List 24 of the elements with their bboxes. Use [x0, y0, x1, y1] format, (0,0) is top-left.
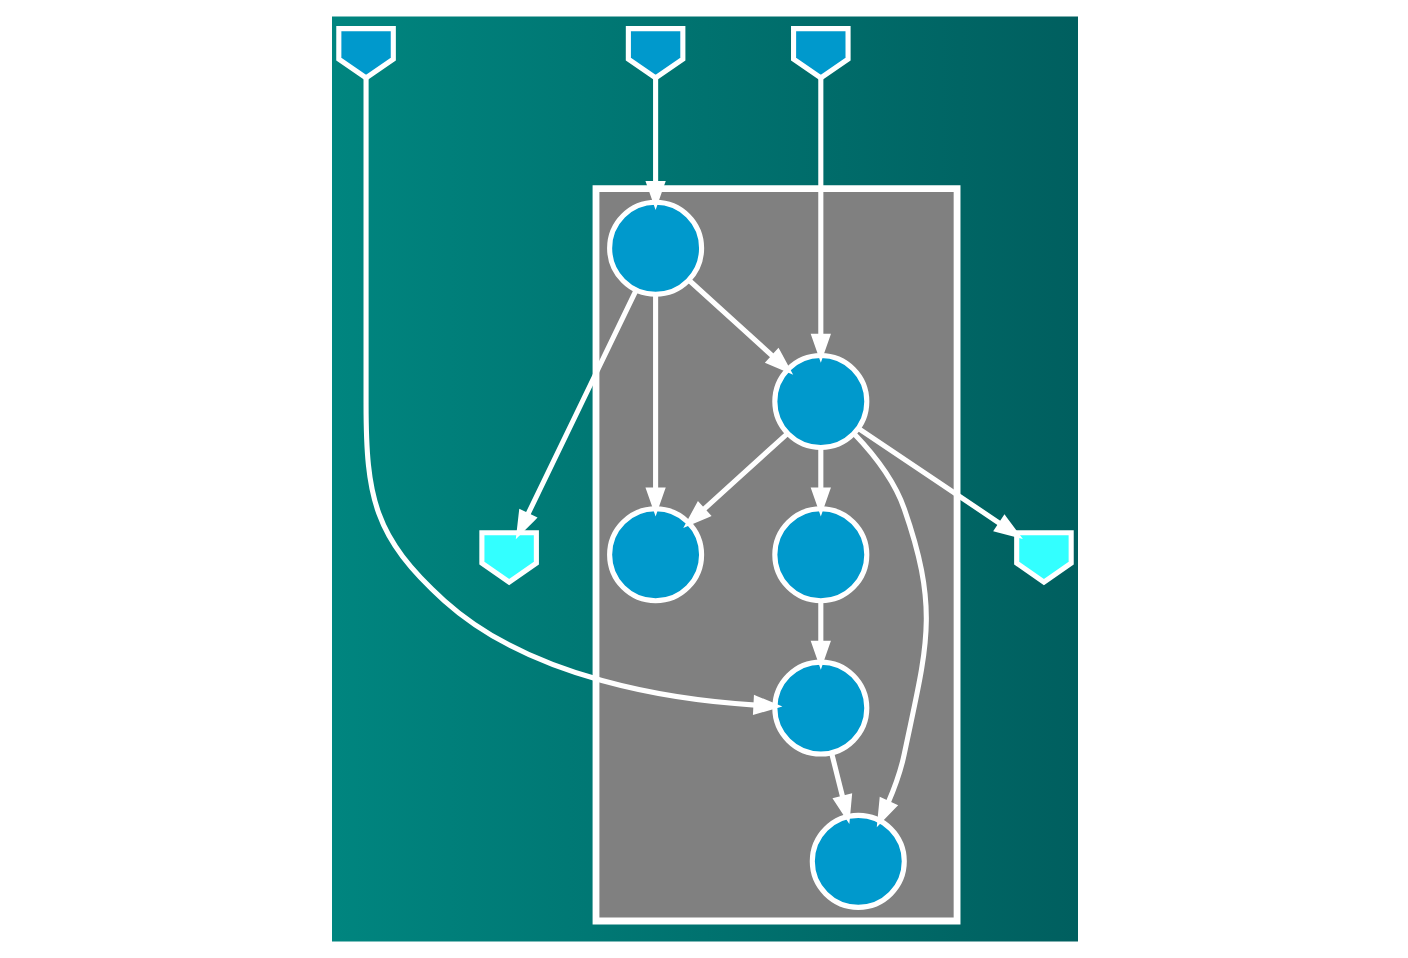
- node-arrow: [790, 26, 850, 81]
- arrow: [682, 431, 789, 528]
- arrow: [828, 752, 852, 824]
- arrow: [851, 431, 928, 828]
- node-arrow: [335, 26, 395, 81]
- node-circle: [771, 659, 869, 757]
- node-circle: [771, 352, 869, 451]
- arrow: [644, 294, 665, 517]
- arrow: [514, 289, 638, 540]
- node-arrow: [478, 530, 538, 586]
- node-circle: [808, 812, 906, 910]
- arrow: [856, 426, 1022, 539]
- node-arrow: [624, 26, 685, 81]
- node-circle: [771, 506, 869, 604]
- arrow: [809, 77, 830, 363]
- arrow: [644, 78, 665, 210]
- node-arrow: [1013, 530, 1073, 586]
- arrow: [809, 601, 830, 670]
- node-circle: [606, 506, 704, 604]
- node-circle: [606, 199, 704, 297]
- arrow: [686, 278, 793, 375]
- arrow: [362, 78, 782, 716]
- arrow: [809, 448, 830, 517]
- cluster: [591, 185, 960, 925]
